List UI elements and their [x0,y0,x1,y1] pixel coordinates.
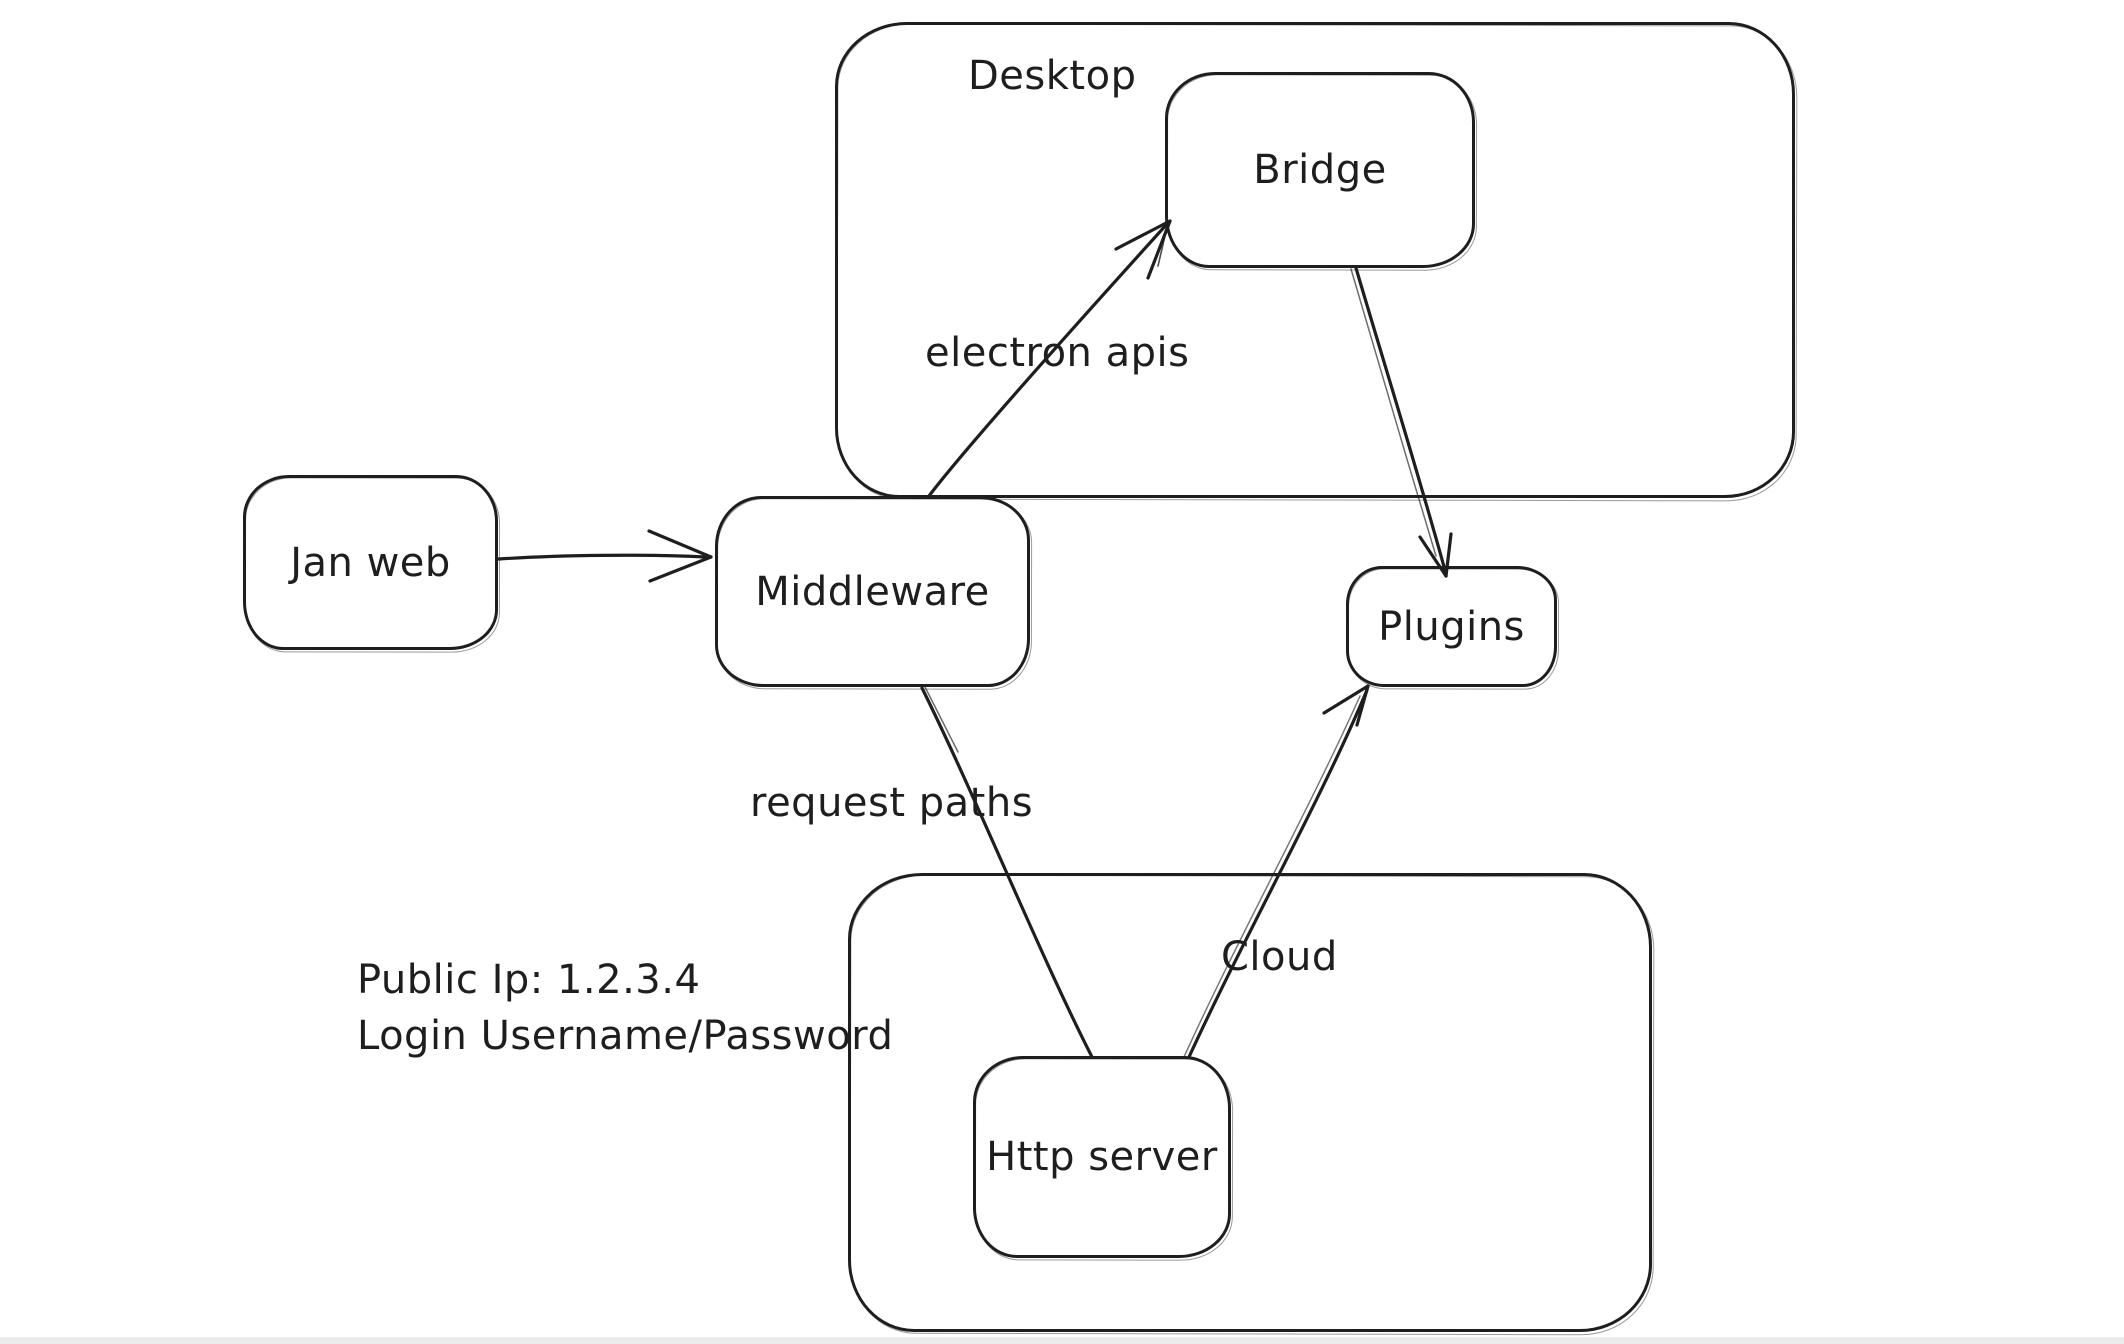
annotation-note[interactable]: Public Ip: 1.2.3.4 Login Username/Passwo… [357,952,893,1064]
arrow-middleware-to-bridge[interactable] [927,219,1172,498]
node-plugins-label: Plugins [1378,603,1525,650]
node-middleware[interactable]: Middleware [715,496,1030,687]
node-jan-web[interactable]: Jan web [243,475,498,650]
node-http-server-label: Http server [986,1134,1218,1180]
node-jan-web-label: Jan web [290,539,451,586]
annotation-public-ip: Public Ip: 1.2.3.4 [357,957,701,1003]
line-middleware-to-httpserver[interactable] [920,686,1094,1059]
node-http-server[interactable]: Http server [973,1056,1231,1258]
arrow-janweb-to-middleware[interactable] [497,529,713,583]
node-desktop-label: Desktop [968,53,1137,99]
annotation-login: Login Username/Password [357,1013,894,1059]
node-bridge-label: Bridge [1253,147,1387,193]
canvas-bottom-strip [0,1337,2124,1344]
node-plugins[interactable]: Plugins [1346,566,1557,687]
arrow-httpserver-to-plugins[interactable] [1183,684,1370,1059]
node-cloud-label: Cloud [1221,934,1338,980]
arrow-bridge-to-plugins[interactable] [1350,266,1453,578]
edge-label-electron-apis[interactable]: electron apis [925,330,1190,376]
node-desktop[interactable]: Desktop [835,22,1795,498]
node-middleware-label: Middleware [755,568,990,615]
node-cloud[interactable]: Cloud [848,873,1652,1332]
node-bridge[interactable]: Bridge [1165,72,1475,268]
edge-label-request-paths[interactable]: request paths [750,780,1034,826]
